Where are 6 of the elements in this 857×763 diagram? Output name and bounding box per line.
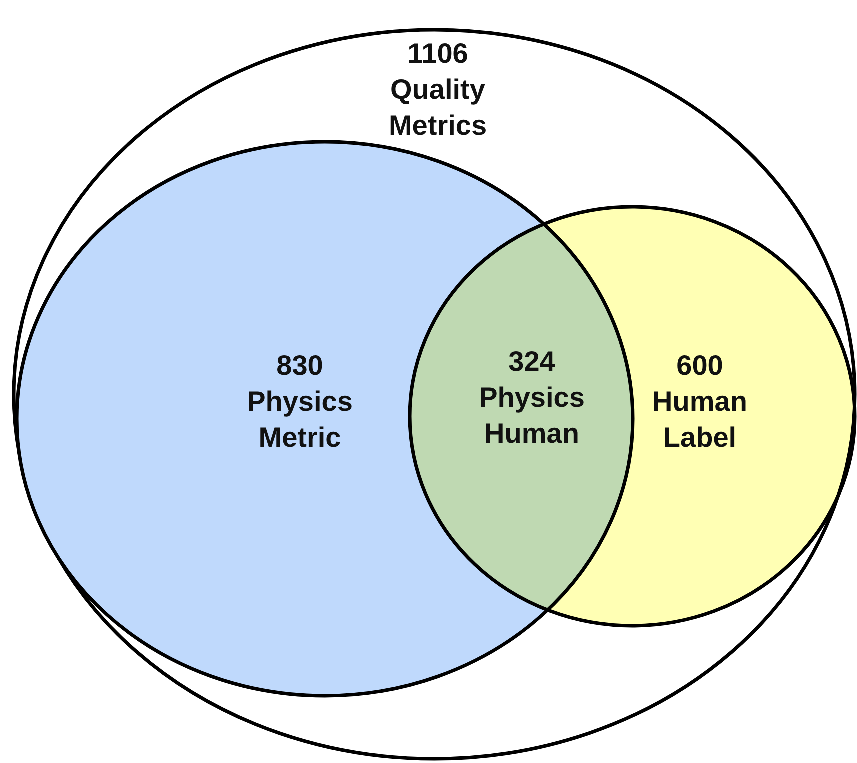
ellipse-set bbox=[408, 205, 857, 628]
set-label: 600 Human Label bbox=[652, 349, 748, 455]
set-label: 830 Physics Metric bbox=[246, 349, 354, 455]
overlap-label: 324 Physics Human bbox=[478, 345, 586, 451]
set-label: 1106 Quality Metrics bbox=[388, 37, 488, 143]
ellipse-set bbox=[12, 28, 857, 761]
